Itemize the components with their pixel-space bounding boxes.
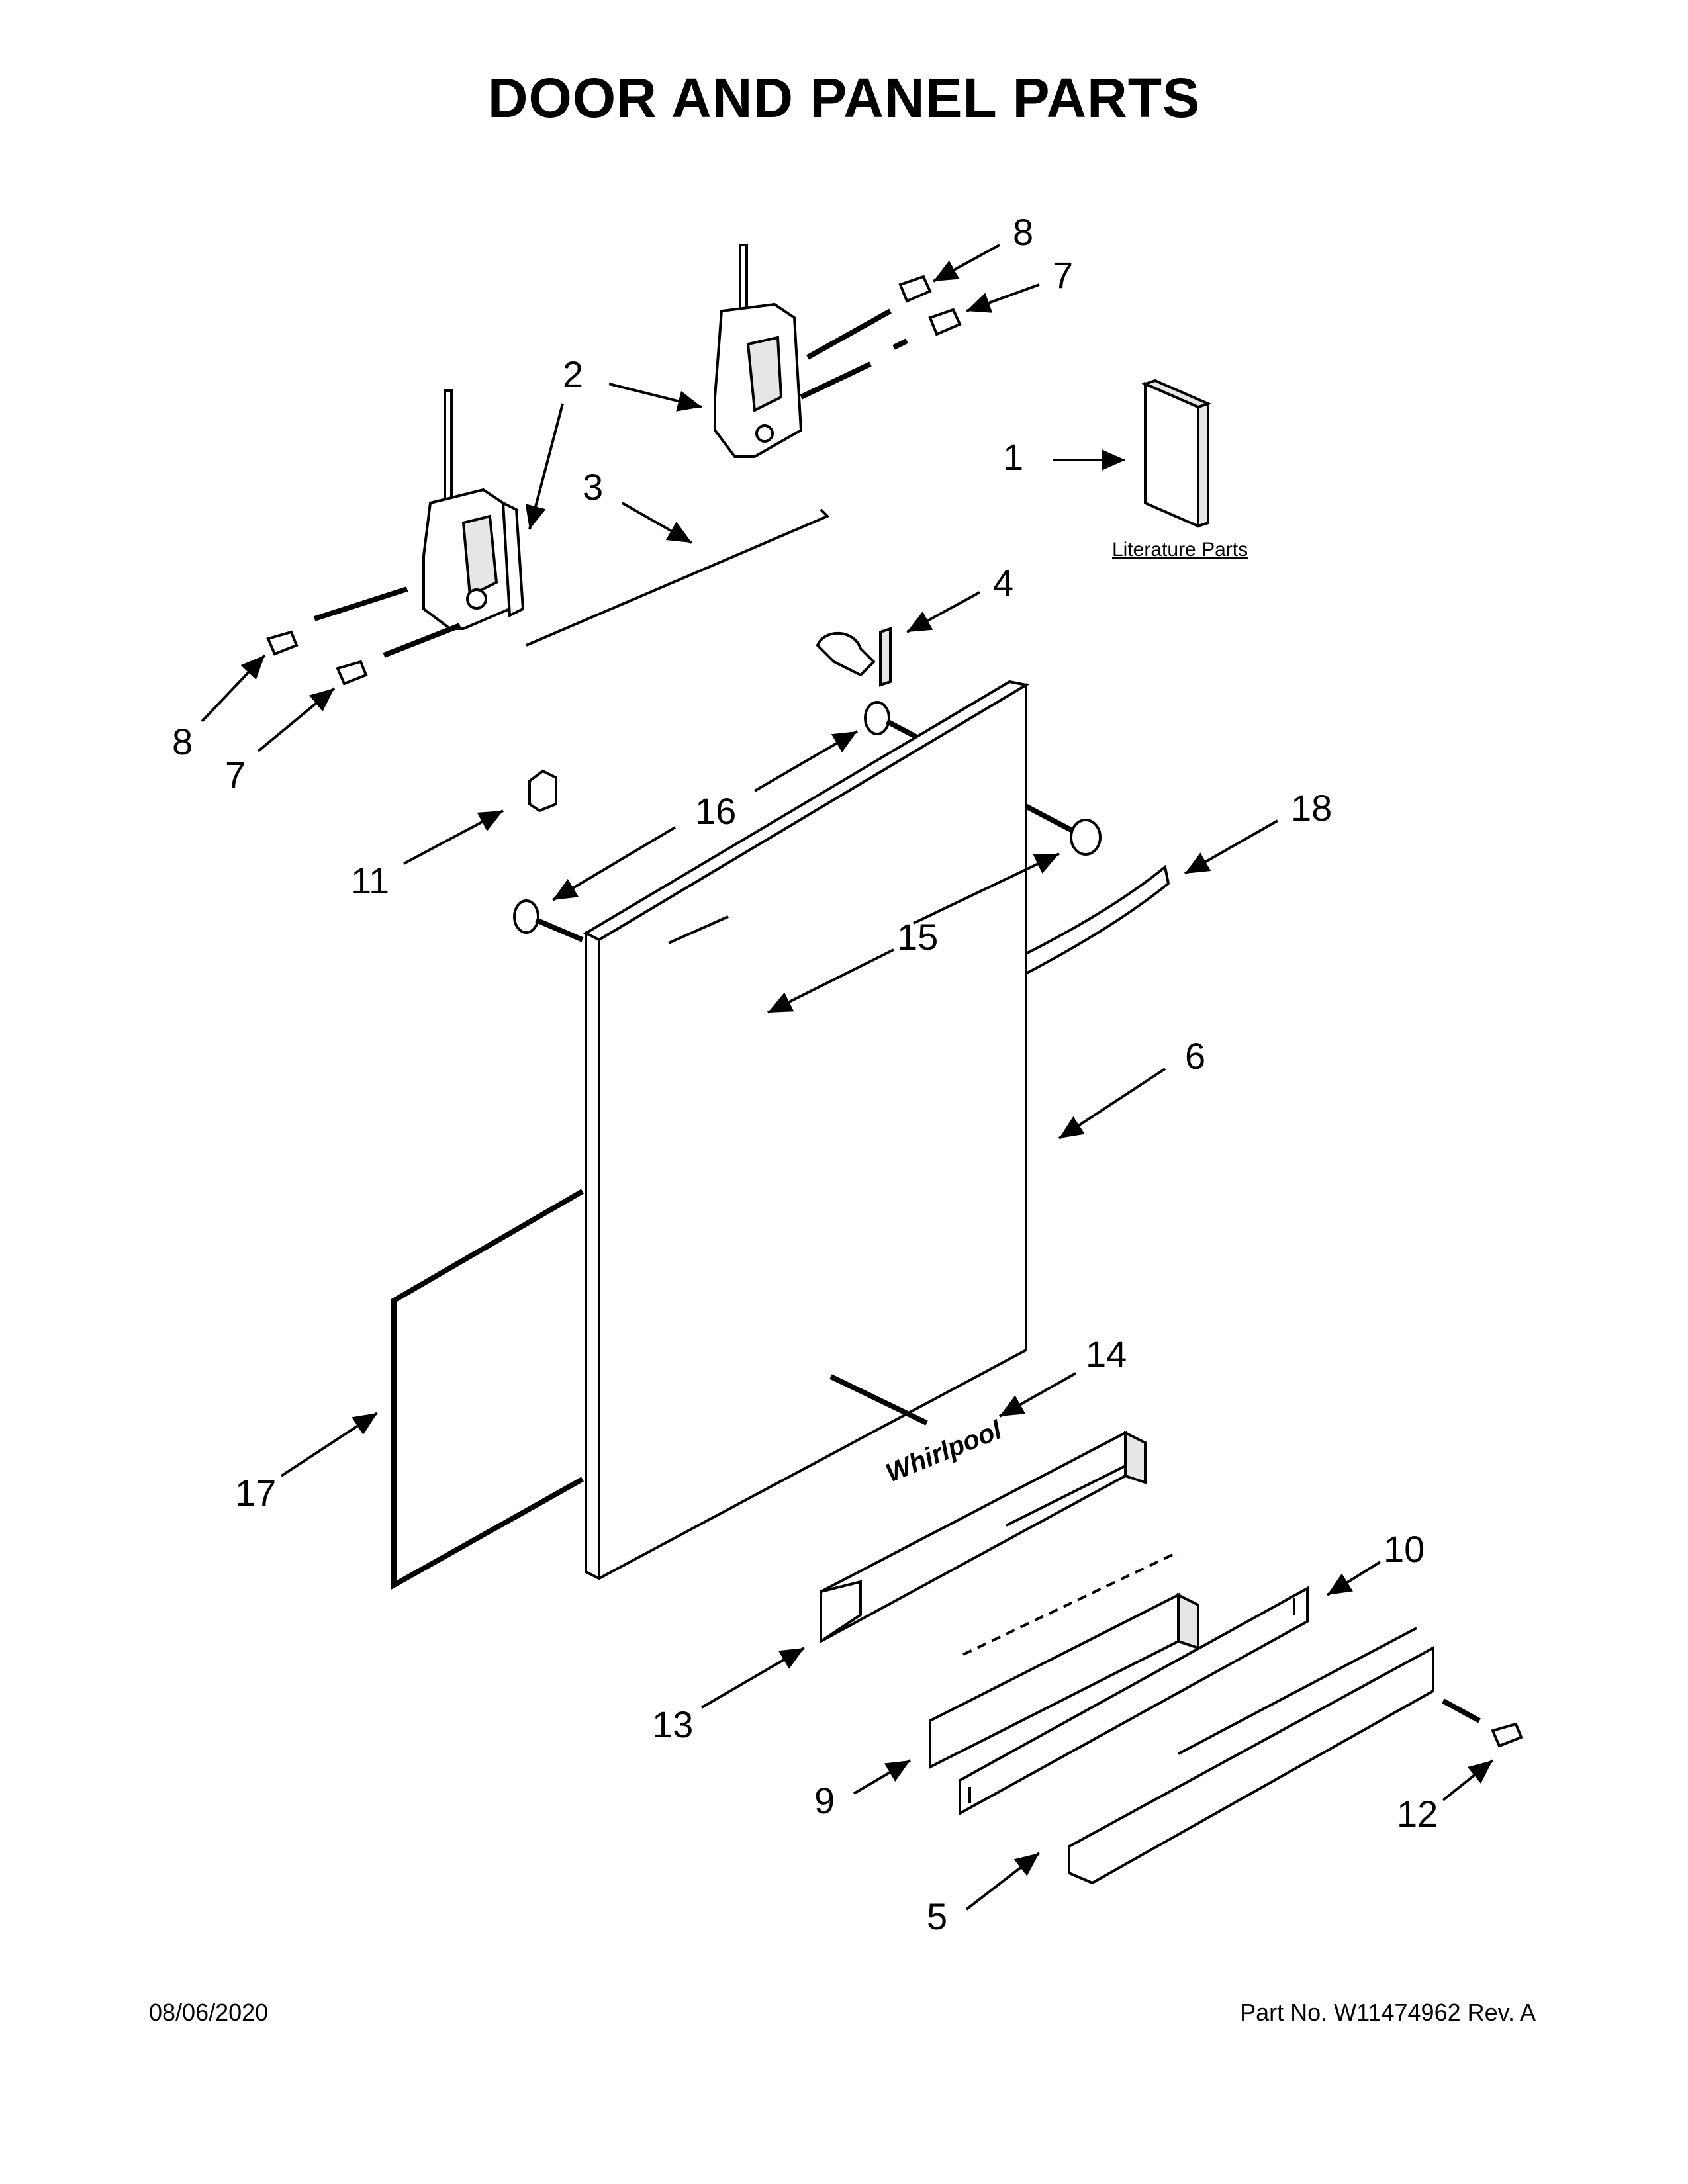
callout-7a: 7 bbox=[966, 254, 1073, 313]
svg-text:14: 14 bbox=[1086, 1333, 1127, 1375]
callout-15a: 15 bbox=[897, 852, 1060, 958]
svg-text:2: 2 bbox=[563, 353, 583, 395]
callout-13: 13 bbox=[652, 1647, 806, 1745]
svg-text:4: 4 bbox=[993, 562, 1013, 604]
callout-7b: 7 bbox=[225, 687, 336, 796]
svg-text:12: 12 bbox=[1397, 1793, 1438, 1835]
callout-16a: 16 bbox=[695, 730, 859, 832]
callout-18: 18 bbox=[1184, 787, 1332, 875]
callout-9: 9 bbox=[814, 1759, 912, 1821]
svg-text:17: 17 bbox=[235, 1472, 276, 1514]
callout-8a: 8 bbox=[933, 211, 1033, 283]
callout-3: 3 bbox=[583, 466, 692, 544]
hinge-right bbox=[714, 244, 803, 458]
svg-text:15: 15 bbox=[897, 916, 938, 958]
toe-panel-part-5 bbox=[1068, 1627, 1434, 1885]
hinge-left bbox=[422, 389, 525, 630]
callout-16b: 16 bbox=[551, 826, 677, 901]
callout-2b: 2 bbox=[525, 403, 564, 530]
trim-strip-part-10 bbox=[959, 1586, 1309, 1816]
callout-12: 12 bbox=[1397, 1759, 1494, 1835]
svg-text:16: 16 bbox=[695, 790, 736, 832]
callout-4: 4 bbox=[906, 562, 1013, 633]
footer-date: 08/06/2020 bbox=[149, 1999, 269, 2026]
callout-10: 10 bbox=[1326, 1528, 1425, 1596]
callout-2a: 2 bbox=[563, 353, 702, 412]
callout-17: 17 bbox=[235, 1412, 379, 1514]
svg-text:7: 7 bbox=[1053, 254, 1073, 296]
callout-6: 6 bbox=[1058, 1035, 1205, 1140]
svg-text:10: 10 bbox=[1383, 1528, 1425, 1570]
svg-text:11: 11 bbox=[351, 860, 389, 901]
page-title: DOOR AND PANEL PARTS bbox=[487, 67, 1201, 129]
gasket-part-17 bbox=[391, 1189, 585, 1590]
door-switch-part-11 bbox=[528, 769, 557, 813]
callout-15b: 15 bbox=[767, 948, 894, 1014]
literature-parts-label: Literature Parts bbox=[1112, 539, 1248, 561]
svg-text:8: 8 bbox=[172, 721, 193, 762]
brand-mark: Whirlpool bbox=[882, 1415, 1006, 1488]
rod-part-3 bbox=[526, 508, 830, 647]
svg-text:8: 8 bbox=[1013, 211, 1033, 253]
svg-text:3: 3 bbox=[583, 466, 603, 508]
svg-text:9: 9 bbox=[814, 1780, 835, 1821]
brand-badge-part-14: Whirlpool bbox=[882, 1415, 1006, 1488]
svg-text:1: 1 bbox=[1003, 436, 1023, 478]
svg-text:13: 13 bbox=[652, 1704, 693, 1745]
door-latch-clip bbox=[816, 627, 892, 687]
callout-5: 5 bbox=[927, 1852, 1041, 1937]
svg-text:7: 7 bbox=[225, 754, 246, 796]
callout-14: 14 bbox=[999, 1333, 1127, 1418]
svg-text:18: 18 bbox=[1291, 787, 1332, 829]
insulation-block-part-13 bbox=[820, 1430, 1147, 1644]
screws bbox=[266, 275, 1523, 1748]
footer-part-number: Part No. W11474962 Rev. A bbox=[1240, 1999, 1536, 2026]
callout-8b: 8 bbox=[172, 654, 266, 762]
svg-text:5: 5 bbox=[927, 1895, 947, 1937]
svg-text:6: 6 bbox=[1185, 1035, 1205, 1077]
callout-11: 11 bbox=[351, 809, 504, 901]
callout-1: 1 bbox=[1003, 436, 1125, 478]
door-panel-part-6 bbox=[583, 680, 1030, 1581]
literature-parts-book: Literature Parts bbox=[1112, 379, 1248, 561]
insulation-block-part-9 bbox=[929, 1551, 1199, 1770]
door-bumpers bbox=[513, 701, 890, 934]
